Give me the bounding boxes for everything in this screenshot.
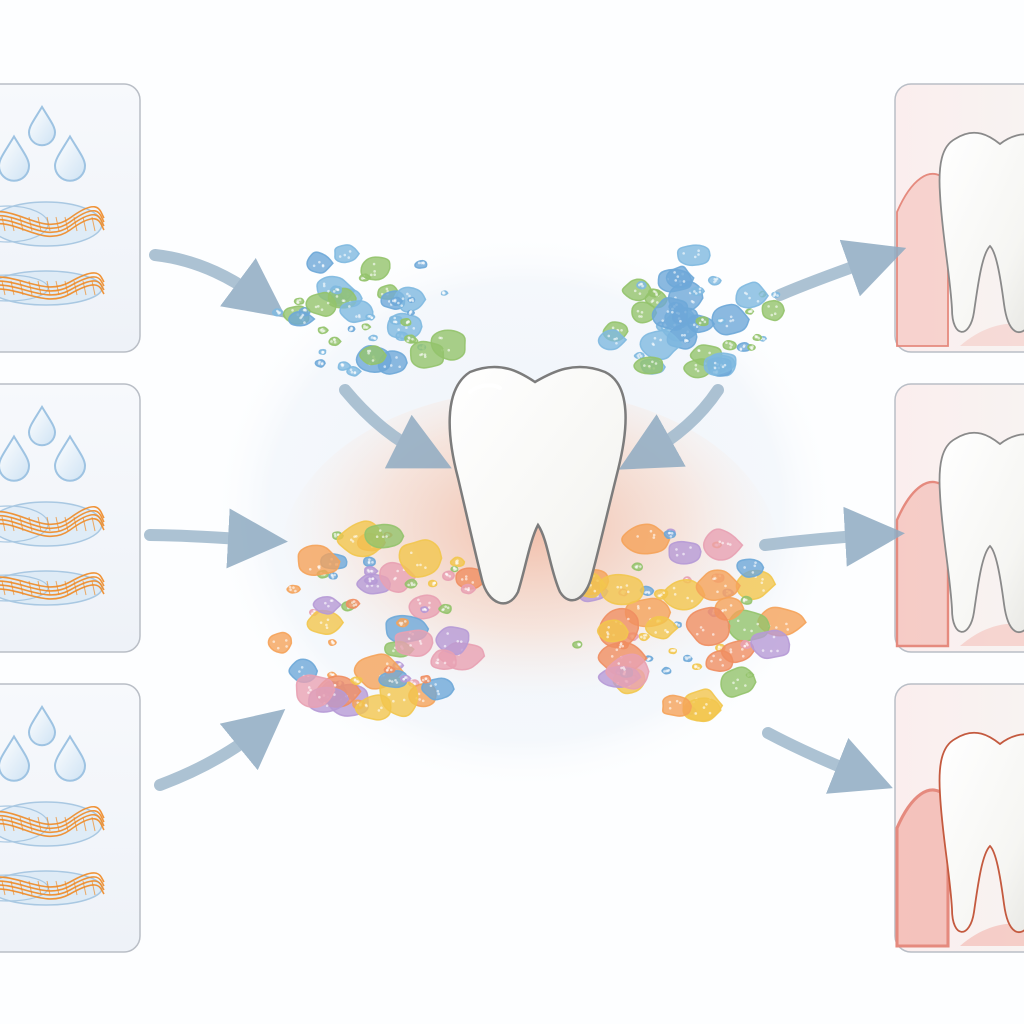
tooth-icon xyxy=(448,365,627,605)
bacteria-cluster-icon xyxy=(597,244,785,379)
water-drop-icon xyxy=(53,134,87,182)
bacterium xyxy=(414,259,428,269)
bacterium xyxy=(267,631,293,654)
flow-arrows xyxy=(144,239,907,794)
bacterium xyxy=(720,666,757,698)
water-drop-icon xyxy=(27,404,57,447)
bacterium xyxy=(633,356,664,375)
water-drop-icon xyxy=(53,734,87,782)
bacterium xyxy=(605,653,650,690)
bacterium xyxy=(685,606,731,647)
bacterium xyxy=(295,674,336,709)
bacterium xyxy=(702,528,744,561)
bacterium xyxy=(312,596,343,615)
tooth-in-gum-icon xyxy=(895,731,1024,948)
bacterium xyxy=(398,539,443,578)
fiber-bundle-icon xyxy=(0,201,105,247)
input-panel xyxy=(0,383,141,653)
bacterium xyxy=(389,315,403,325)
water-drop-icon xyxy=(0,134,31,182)
bacterium xyxy=(676,244,711,267)
bacterium xyxy=(690,286,706,297)
bacterium xyxy=(435,626,470,656)
bacterium xyxy=(359,345,387,366)
bacterium xyxy=(661,579,706,611)
bacterium xyxy=(305,291,337,317)
bacterium xyxy=(409,340,445,369)
arrow-cluster-to-tooth-left xyxy=(339,384,452,469)
output-panel xyxy=(894,83,1024,353)
water-drop-icon xyxy=(0,734,31,782)
output-panel xyxy=(894,683,1024,953)
bacteria-cluster-icon xyxy=(267,520,488,721)
fiber-bundle-icon xyxy=(0,570,105,606)
bacterium xyxy=(761,299,785,322)
tooth-in-gum-icon xyxy=(896,131,1024,347)
bacterium xyxy=(750,629,791,660)
bacterium xyxy=(441,570,456,581)
fiber-bundle-icon xyxy=(0,501,105,547)
bacterium xyxy=(711,303,750,336)
bacterium xyxy=(430,649,457,670)
bacterium xyxy=(639,329,683,361)
bacterium xyxy=(404,334,417,344)
arrow-input-2 xyxy=(144,508,288,569)
fiber-bundle-icon xyxy=(0,870,105,906)
bacterium xyxy=(599,573,645,606)
arrow-output-2 xyxy=(759,506,905,567)
bacterium xyxy=(597,329,628,351)
input-panel-column xyxy=(0,83,141,953)
fiber-bundle-icon xyxy=(0,270,105,306)
bacterium xyxy=(334,244,361,264)
bacterium xyxy=(668,540,702,565)
bacterium xyxy=(355,694,392,721)
fiber-bundle-icon xyxy=(0,801,105,847)
water-drop-icon xyxy=(27,104,57,147)
bacterium xyxy=(394,629,434,657)
bacterium xyxy=(735,281,770,309)
bacterium xyxy=(364,523,405,549)
bacteria-cluster-icon xyxy=(271,244,466,377)
bacterium xyxy=(421,677,455,701)
bacterium xyxy=(345,598,361,609)
bacterium xyxy=(596,619,629,643)
bacterium xyxy=(703,354,737,376)
bacterium xyxy=(665,265,695,289)
bacteria-cluster-icon xyxy=(572,523,807,723)
arrow-output-1 xyxy=(774,239,907,301)
bacterium xyxy=(621,523,671,555)
output-panel xyxy=(894,383,1024,653)
bacterium xyxy=(644,615,679,640)
bacterium xyxy=(736,558,765,578)
arrow-cluster-to-tooth-right xyxy=(618,384,724,470)
water-drop-icon xyxy=(53,434,87,482)
bacterium xyxy=(378,670,408,689)
bacterium xyxy=(661,694,693,717)
bacterium xyxy=(651,296,689,331)
input-panel xyxy=(0,83,141,353)
bacterium xyxy=(360,256,391,281)
tooth-in-gum-icon xyxy=(895,431,1024,648)
arrow-input-1 xyxy=(149,249,287,318)
bacterium xyxy=(695,569,741,602)
water-drop-icon xyxy=(0,434,31,482)
input-panel xyxy=(0,683,141,953)
bacterium xyxy=(297,544,341,577)
arrow-output-3 xyxy=(762,727,893,794)
water-drop-icon xyxy=(27,704,57,747)
arrow-input-3 xyxy=(154,709,286,791)
bacterium xyxy=(636,280,647,290)
output-panel-column xyxy=(894,83,1024,953)
bacterium xyxy=(631,301,658,324)
